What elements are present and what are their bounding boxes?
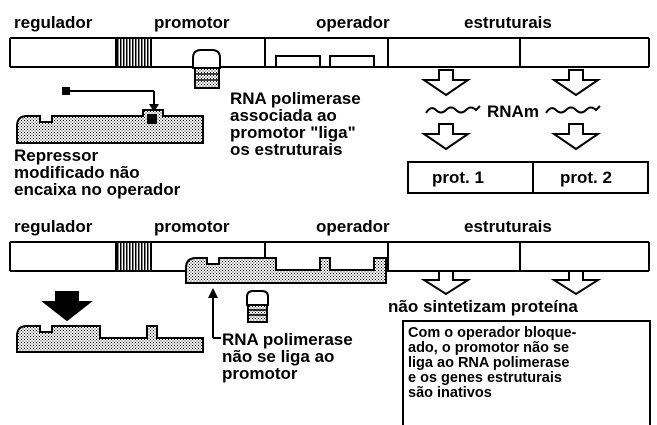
bottom-rna-polymerase-icon: [246, 290, 269, 323]
top-rna-polymerase-icon: [192, 49, 221, 89]
mrna-label: RNAm: [487, 102, 539, 121]
top-label-operador: operador: [316, 13, 390, 32]
polymerase-up-arrow: [208, 288, 221, 339]
top-operator-notch: [275, 55, 375, 68]
explanation-line-1: Com o operador bloque-: [408, 325, 577, 341]
top-label-estruturais: estruturais: [464, 13, 552, 32]
top-label-promotor: promotor: [154, 13, 230, 32]
top-label-regulador: regulador: [14, 13, 93, 32]
top-transcription-arrows: [420, 69, 602, 151]
protein-1-label: prot. 1: [432, 168, 484, 187]
top-modified-repressor: [16, 87, 204, 144]
bottom-spacer-dots: [117, 243, 150, 270]
top-polymerase-caption-4: os estruturais: [230, 140, 343, 159]
bottom-polymerase-caption-3: promotor: [222, 364, 298, 383]
top-repressor-caption-2: modificado não: [14, 163, 140, 182]
bottom-blocked-arrows: [420, 270, 602, 296]
top-spacer-dots: [117, 39, 150, 66]
explanation-box: Com o operador bloque- ado, o promotor n…: [402, 320, 651, 425]
top-polymerase-caption-1: RNA polimerase: [230, 89, 361, 108]
top-polymerase-caption-3: promotor "liga": [230, 123, 356, 142]
top-polymerase-caption-2: associada ao: [230, 106, 337, 125]
bound-repressor: [185, 257, 387, 284]
no-protein-label: não sintetizam proteína: [388, 297, 578, 316]
protein-table: [407, 161, 649, 194]
bottom-label-regulador: regulador: [14, 217, 93, 236]
protein-2-label: prot. 2: [560, 168, 612, 187]
bottom-polymerase-caption-1: RNA polimerase: [222, 330, 353, 349]
explanation-line-5: são inativos: [408, 385, 492, 401]
big-black-arrow: [41, 291, 93, 322]
bottom-polymerase-caption-2: não se liga ao: [222, 347, 335, 366]
free-repressor: [16, 325, 204, 353]
mrna-wavy-lines: [425, 105, 601, 114]
top-repressor-caption-1: Repressor: [14, 146, 99, 165]
explanation-line-3: liga ao RNA polimerase: [408, 355, 570, 371]
bottom-label-estruturais: estruturais: [464, 217, 552, 236]
top-repressor-caption-3: encaixa no operador: [14, 180, 181, 199]
bottom-label-operador: operador: [316, 217, 390, 236]
explanation-line-2: ado, o promotor não se: [408, 340, 570, 356]
protein-table-divider: [532, 161, 534, 194]
bottom-label-promotor: promotor: [154, 217, 230, 236]
explanation-line-4: e os genes estruturais: [408, 370, 562, 386]
